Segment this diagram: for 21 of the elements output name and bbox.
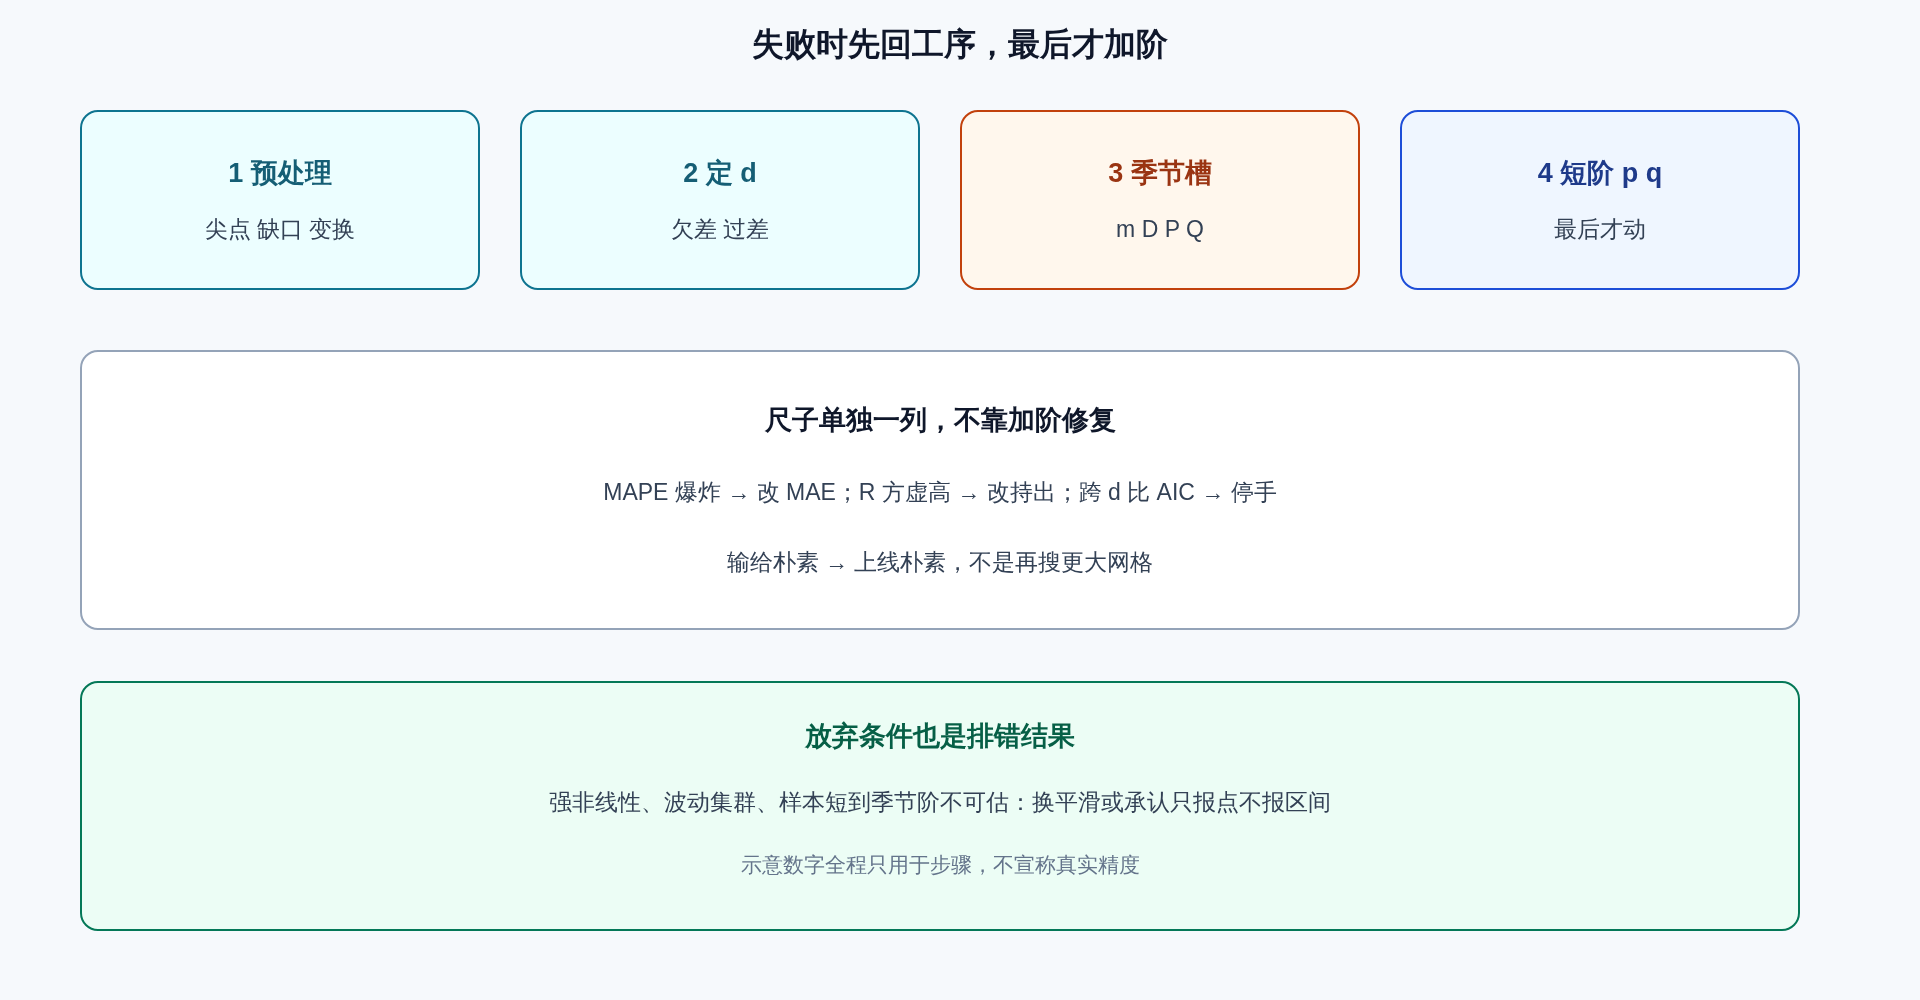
rule-panel bbox=[80, 350, 1800, 630]
card-heading: 3 季节槽 bbox=[1108, 157, 1212, 190]
footnote: 示意数字全程只用于步骤，不宣称真实精度 bbox=[740, 852, 1140, 878]
card-heading: 尺子单独一列，不靠加阶修复 bbox=[764, 404, 1116, 437]
diagram-title: 失败时先回工序，最后才加阶 bbox=[751, 25, 1169, 64]
step-card bbox=[520, 110, 920, 290]
card-heading: 4 短阶 p q bbox=[1537, 157, 1663, 190]
card-text: 最后才动 bbox=[1554, 215, 1646, 244]
step-card bbox=[80, 110, 480, 290]
card-heading: 1 预处理 bbox=[228, 157, 332, 190]
step-card bbox=[1400, 110, 1800, 290]
card-heading: 放弃条件也是排错结果 bbox=[805, 720, 1075, 753]
card-text: 欠差 过差 bbox=[670, 215, 770, 244]
card-text: MAPE 爆炸 → 改 MAE；R 方虚高 → 改持出；跨 d 比 AIC → 停手 bbox=[603, 478, 1277, 507]
card-heading: 2 定 d bbox=[683, 157, 757, 190]
conclusion-panel bbox=[80, 681, 1800, 931]
step-card bbox=[960, 110, 1360, 290]
card-text: 输给朴素 → 上线朴素，不是再搜更大网格 bbox=[726, 548, 1154, 577]
card-text: 强非线性、波动集群、样本短到季节阶不可估：换平滑或承认只报点不报区间 bbox=[549, 788, 1331, 817]
card-text: m D P Q bbox=[1116, 215, 1204, 244]
card-text: 尖点 缺口 变换 bbox=[204, 215, 356, 244]
